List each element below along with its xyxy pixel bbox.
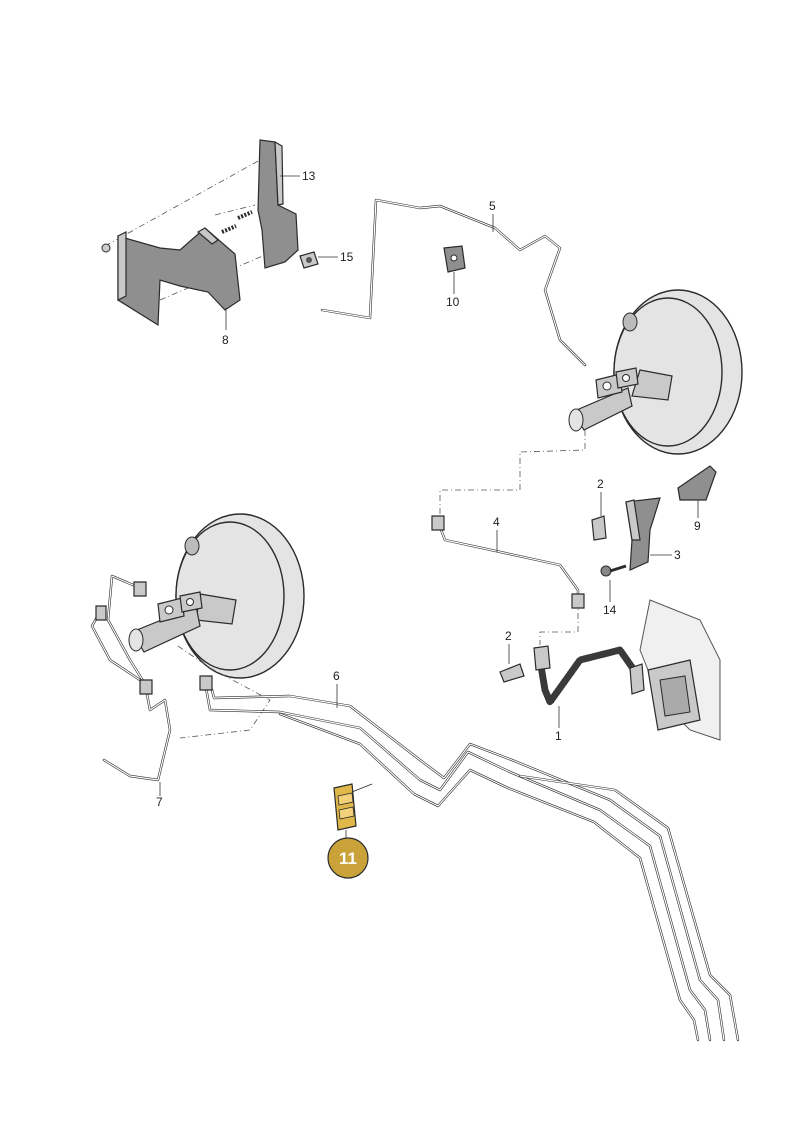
bracket-9 — [677, 465, 717, 501]
callout-7: 7 — [156, 795, 163, 809]
callout-6: 6 — [333, 669, 340, 683]
callout-2-upper: 2 — [597, 477, 604, 491]
brake-pipe-5 — [320, 198, 587, 367]
callout-13: 13 — [302, 169, 316, 183]
callout-2-lower: 2 — [505, 629, 512, 643]
brake-pipe-6 — [199, 675, 740, 1042]
callout-8: 8 — [222, 333, 229, 347]
callout-14: 14 — [603, 603, 617, 617]
bolt-14 — [600, 564, 627, 577]
bracket-assembly — [101, 139, 319, 327]
callout-9: 9 — [694, 519, 701, 533]
callout-5: 5 — [489, 199, 496, 213]
bracket-3 — [625, 497, 661, 571]
brake-pipe-7 — [90, 574, 172, 782]
brake-booster-right — [568, 289, 743, 455]
callout-11: 11 — [339, 849, 357, 868]
callout-4: 4 — [493, 515, 500, 529]
callout-10: 10 — [446, 295, 460, 309]
caliper-knuckle — [639, 599, 721, 741]
callout-15: 15 — [340, 250, 354, 264]
clip-2-upper — [591, 515, 607, 541]
clip-10 — [443, 245, 466, 273]
brake-pipe-4 — [431, 515, 585, 609]
clip-2-lower — [499, 663, 525, 683]
clip-11-highlighted[interactable] — [333, 783, 373, 831]
callout-1: 1 — [555, 729, 562, 743]
brake-hose-1 — [533, 645, 645, 710]
callout-3: 3 — [674, 548, 681, 562]
brake-booster-left — [128, 513, 305, 679]
callout-badge-11[interactable]: 11 — [327, 837, 369, 879]
